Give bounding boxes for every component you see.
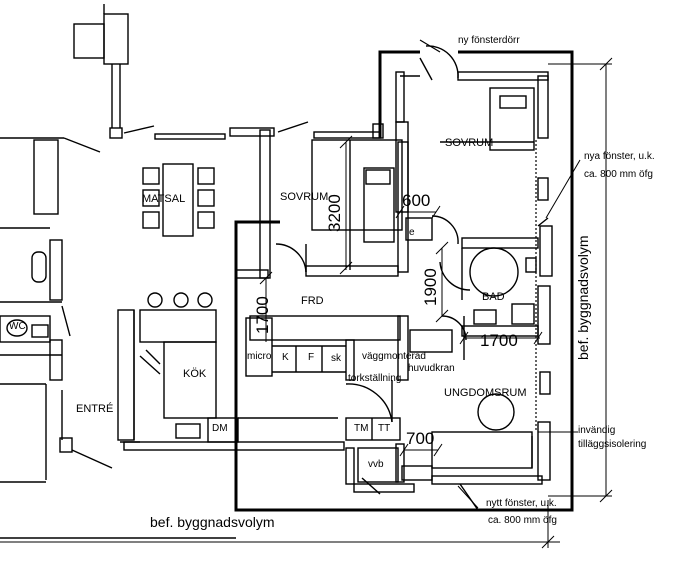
label-ny-fonsterdorr: ny fönsterdörr	[458, 35, 520, 46]
label-bef-byggnadsvolym-bottom: bef. byggnadsvolym	[150, 514, 275, 530]
label-f: F	[308, 352, 315, 363]
building-volume-outline	[378, 50, 420, 138]
room-label-kok: KÖK	[183, 368, 207, 380]
dimension-700: 700	[406, 429, 435, 448]
room-label-matsal: MATSAL	[142, 193, 186, 205]
dimension-3200: 3200	[325, 194, 344, 232]
dimension-600: 600	[402, 191, 431, 210]
toilet-left	[31, 251, 47, 283]
dimension-1700-left: 1700	[253, 296, 272, 334]
label-dm: DM	[212, 423, 228, 434]
room-label-ungdomsrum: UNGDOMSRUM	[444, 387, 527, 399]
label-k: K	[282, 352, 289, 363]
dimension-1700-right: 1700	[480, 331, 518, 350]
dining-table	[162, 163, 194, 237]
window-top-matsal	[154, 133, 226, 140]
label-torkstallning: torkställning	[348, 373, 402, 384]
bed-ungdomsrum	[431, 431, 533, 469]
label-sk: sk	[331, 353, 341, 364]
room-label-frd: FRD	[301, 295, 324, 307]
sink-bad	[473, 309, 497, 325]
label-wc: WC	[9, 321, 26, 332]
label-vaggmonterad: väggmonterad	[362, 351, 426, 362]
label-nya-fonster: nya fönster, u.k.	[584, 151, 655, 162]
label-micro: micro	[247, 351, 272, 362]
kitchen-island	[139, 309, 217, 343]
label-tt: TT	[378, 423, 391, 434]
room-label-sovrum-right: SOVRUM	[445, 137, 494, 149]
label-nytt-fonster: nytt fönster, u.k.	[486, 498, 557, 509]
bed-right	[489, 87, 535, 151]
label-ca800-top: ca. 800 mm öfg	[584, 169, 653, 180]
top-appliance	[73, 23, 105, 59]
label-e: e	[409, 227, 415, 238]
room-label-sovrum-middle: SOVRUM	[280, 191, 329, 203]
room-label-entre: ENTRÉ	[76, 403, 114, 415]
label-tm: TM	[354, 423, 369, 434]
label-vvb: vvb	[368, 459, 384, 470]
dimension-1900: 1900	[421, 268, 440, 306]
bed-middle	[363, 167, 395, 243]
label-ca800-bottom: ca. 800 mm öfg	[488, 515, 557, 526]
label-invandig: invändig	[578, 425, 616, 436]
label-huvudkran: huvudkran	[408, 363, 455, 374]
label-tillaggsisolering: tilläggsisolering	[578, 439, 647, 450]
label-bef-byggnadsvolym-right: bef. byggnadsvolym	[575, 235, 591, 360]
room-label-bad: BAD	[482, 291, 505, 303]
